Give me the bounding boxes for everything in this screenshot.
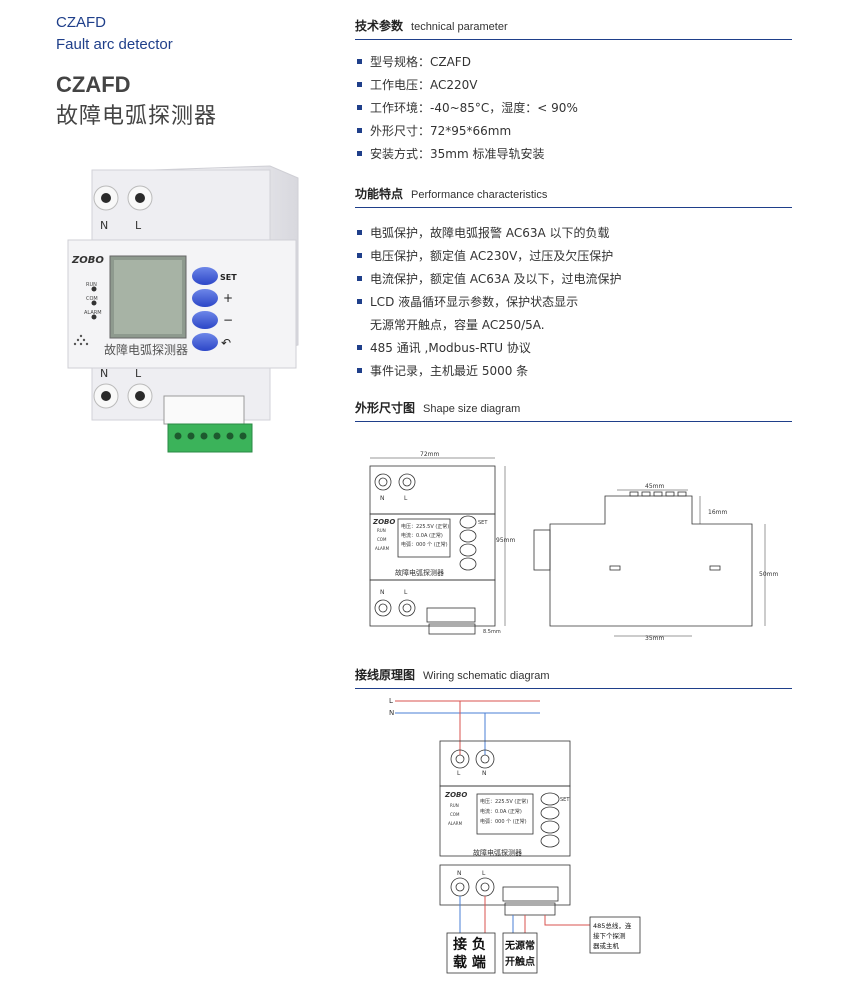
wire-led-alarm: ALARM <box>448 821 463 826</box>
dim-top-label: 45mm <box>645 483 664 490</box>
perf-section-header: 功能特点 Performance characteristics <box>355 183 792 208</box>
brand-subtitle: Fault arc detector <box>56 36 173 53</box>
wire-box-485-1: 485总线，连 <box>593 921 632 930</box>
front-lcd-line2: 电流：0.0A (正常) <box>401 532 443 539</box>
perf-heading-en: Performance characteristics <box>411 189 548 201</box>
front-led-com: COM <box>377 537 387 542</box>
list-item: 型号规格：CZAFD <box>355 52 578 75</box>
list-item: LCD 液晶循环显示参数，保护状态显示 <box>355 292 622 315</box>
wire-led-run: RUN <box>450 803 459 808</box>
wiring-diagram: L N L N ZOBO 电压：225.5V (正常) 电流：0.0A (正常)… <box>389 697 641 974</box>
photo-btn-minus: − <box>223 313 233 327</box>
wire-box-contact-top: 无源常 <box>504 939 535 952</box>
front-term-n: N <box>380 495 385 502</box>
list-item: 电压保护，额定值 AC230V，过压及欠压保护 <box>355 246 622 269</box>
wire-lcd-line1: 电压：225.5V (正常) <box>480 798 528 805</box>
list-item: 外形尺寸：72*95*66mm <box>355 121 578 144</box>
dim-width-label: 72mm <box>420 451 439 458</box>
photo-lower-term-n: N <box>100 367 108 380</box>
wire-top-term-l: L <box>457 770 461 777</box>
wire-bottom-term-n: N <box>457 870 462 877</box>
front-lcd-line3: 电弧：000 个 (正常) <box>401 541 448 548</box>
shape-heading-en: Shape size diagram <box>423 403 521 415</box>
list-item: 无源常开触点，容量 AC250/5A. <box>370 318 545 332</box>
photo-device-name: 故障电弧探测器 <box>104 342 188 357</box>
perf-heading-cn: 功能特点 <box>355 187 404 201</box>
front-device-name: 故障电弧探测器 <box>395 568 444 577</box>
front-dimension-diagram: 72mm N L ZOBO 电压：225.5V (正常) 电流：0.0A (正常… <box>369 451 515 635</box>
front-lower-term-l: L <box>404 589 408 596</box>
photo-lower-term-l: L <box>135 367 142 380</box>
photo-brand-logo: ZOBO <box>71 255 104 266</box>
product-photo: N L ZOBO RUN COM ALARM SET + − ↶ 故障电弧探测器… <box>67 165 299 453</box>
list-item: 工作环境：-40~85°C，湿度：< 90% <box>355 98 578 121</box>
photo-btn-back: ↶ <box>221 336 231 350</box>
tech-section-header: 技术参数 technical parameter <box>355 15 792 40</box>
photo-led-run: RUN <box>86 282 97 288</box>
wire-lcd-line2: 电流：0.0A (正常) <box>480 808 522 815</box>
dim-side-label: 50mm <box>759 571 778 578</box>
wire-box-load-top: 接 负 <box>453 936 486 953</box>
list-item: 电弧保护，故障电弧报警 AC63A 以下的负载 <box>355 223 622 246</box>
wire-label-n: N <box>389 709 394 717</box>
brand-code: CZAFD <box>56 14 106 31</box>
dim-bottom-label: 35mm <box>645 635 664 642</box>
product-name-title: 故障电弧探测器 <box>56 104 218 129</box>
list-item: 事件记录，主机最近 5000 条 <box>355 361 622 384</box>
wire-box-load-bottom: 载 端 <box>453 954 486 971</box>
tech-heading-cn: 技术参数 <box>355 19 404 33</box>
list-item: 安装方式：35mm 标准导轨安装 <box>355 144 578 167</box>
front-brand: ZOBO <box>372 518 395 526</box>
product-code-title: CZAFD <box>56 72 131 97</box>
dim-step-label: 16mm <box>708 509 727 516</box>
photo-led-alarm: ALARM <box>84 310 102 316</box>
photo-term-l: L <box>135 219 142 232</box>
wire-label-l: L <box>389 697 393 705</box>
front-lcd-line1: 电压：225.5V (正常) <box>401 523 449 530</box>
front-term-l: L <box>404 495 408 502</box>
wire-box-contact-bottom: 开触点 <box>505 955 535 968</box>
wire-box-485-2: 接下个探测 <box>593 931 626 940</box>
tech-heading-en: technical parameter <box>411 21 508 33</box>
photo-term-n: N <box>100 219 108 232</box>
wire-top-term-n: N <box>482 770 487 777</box>
wire-device-name: 故障电弧探测器 <box>473 848 522 857</box>
list-item: 电流保护，额定值 AC63A 及以下，过电流保护 <box>355 269 622 292</box>
wire-led-com: COM <box>450 812 460 817</box>
wiring-heading-en: Wiring schematic diagram <box>423 670 550 682</box>
wiring-section-header: 接线原理图 Wiring schematic diagram <box>355 664 792 689</box>
shape-section-header: 外形尺寸图 Shape size diagram <box>355 397 792 422</box>
wire-brand: ZOBO <box>444 791 467 799</box>
dim-base-label: 8.5mm <box>483 629 501 635</box>
wire-bottom-term-l: L <box>482 870 486 877</box>
photo-btn-plus: + <box>223 291 233 305</box>
perf-list: 电弧保护，故障电弧报警 AC63A 以下的负载 电压保护，额定值 AC230V，… <box>355 223 622 384</box>
list-item: 工作电压：AC220V <box>355 75 578 98</box>
side-dimension-diagram: 45mm 16mm 50mm 35mm <box>533 483 778 642</box>
wire-box-485-3: 器或主机 <box>593 941 620 950</box>
wiring-heading-cn: 接线原理图 <box>355 668 416 682</box>
wire-lcd-line3: 电弧：000 个 (正常) <box>480 818 527 825</box>
shape-heading-cn: 外形尺寸图 <box>355 401 416 415</box>
front-led-alarm: ALARM <box>375 546 390 551</box>
dim-height-label: 95mm <box>496 537 515 544</box>
photo-btn-set: SET <box>220 273 237 282</box>
photo-led-com: COM <box>86 296 98 302</box>
list-item: 485 通讯 ,Modbus-RTU 协议 <box>355 338 622 361</box>
tech-list: 型号规格：CZAFD 工作电压：AC220V 工作环境：-40~85°C，湿度：… <box>355 52 578 167</box>
front-led-run: RUN <box>377 528 386 533</box>
front-btn-set: SET <box>478 520 488 526</box>
front-lower-term-n: N <box>380 589 385 596</box>
wire-btn-set: SET <box>560 797 570 803</box>
